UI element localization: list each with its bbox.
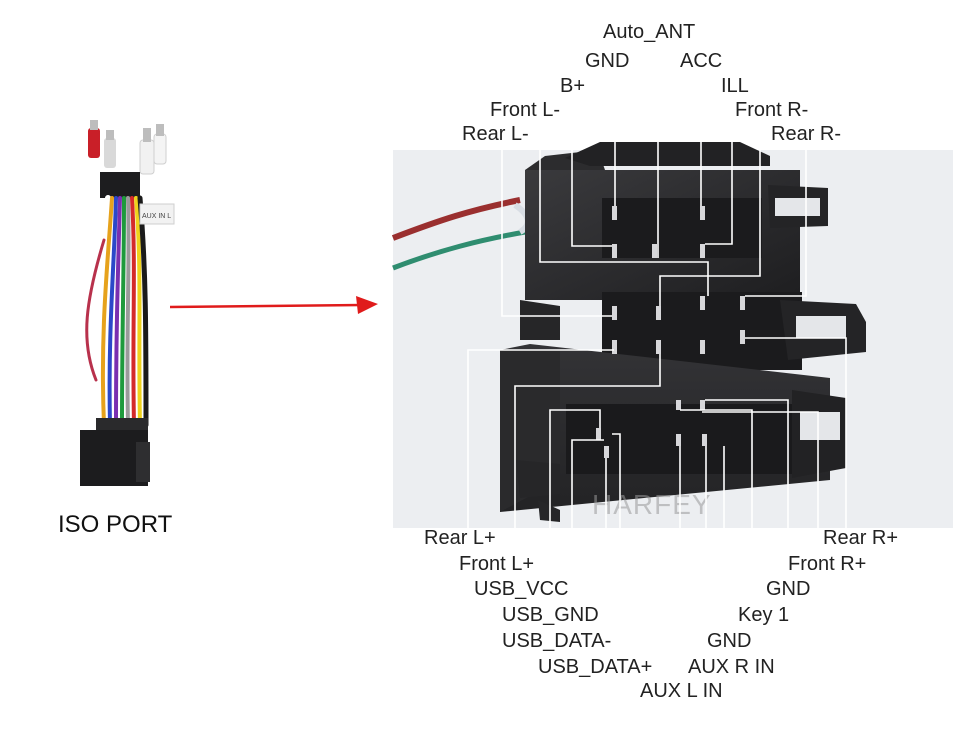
upper-connector-icon: [100, 172, 140, 198]
pin-label-aux-l-in: AUX L IN: [640, 680, 723, 702]
pin-label-front-r-minus: Front R-: [735, 99, 808, 121]
svg-text:AUX IN L: AUX IN L: [142, 213, 171, 220]
pin-labels-top: Auto_ANT GND ACC B+ ILL Front L- Front R…: [462, 21, 841, 145]
pin-label-ill: ILL: [721, 75, 749, 97]
pin-label-gnd-top: GND: [585, 50, 629, 72]
iso-port-caption: ISO PORT: [58, 511, 173, 538]
pin-label-gnd-bottom: GND: [766, 578, 810, 600]
pin-label-b-plus: B+: [560, 75, 585, 97]
pin-labels-bottom-right: Rear R+ Front R+ GND Key 1 GND AUX R IN: [688, 527, 898, 678]
pin-label-key-1: Key 1: [738, 604, 789, 626]
pin-label-aux-r-in: AUX R IN: [688, 656, 775, 678]
aux-tag: AUX IN L: [139, 203, 175, 225]
pin-label-usb-data-minus: USB_DATA-: [502, 630, 611, 652]
arrow-icon: [169, 296, 378, 314]
rca-plugs-icon: [88, 120, 167, 175]
pin-label-rear-r-minus: Rear R-: [771, 123, 841, 145]
leader-lines: [467, 42, 847, 688]
terminal-pins: [596, 206, 745, 458]
pin-labels-bottom-left: Rear L+ Front L+ USB_VCC USB_GND USB_DAT…: [424, 527, 723, 702]
pin-label-front-r-plus: Front R+: [788, 553, 866, 575]
pin-label-front-l-minus: Front L-: [490, 99, 560, 121]
iso-plug-icon: [80, 418, 150, 486]
pin-label-rear-l-minus: Rear L-: [462, 123, 529, 145]
connector-photo: HARFEY: [391, 142, 953, 528]
pin-label-front-l-plus: Front L+: [459, 553, 534, 575]
pin-label-usb-vcc: USB_VCC: [474, 578, 568, 600]
pin-label-gnd-aux: GND: [707, 630, 751, 652]
pin-label-rear-r-plus: Rear R+: [823, 527, 898, 549]
pin-label-rear-l-plus: Rear L+: [424, 527, 496, 549]
wire-bundle-icon: [85, 195, 149, 428]
pin-label-auto-ant: Auto_ANT: [603, 21, 695, 43]
wire-harness-image: AUX IN L: [80, 120, 175, 486]
pin-label-acc: ACC: [680, 50, 722, 72]
watermark: HARFEY: [592, 489, 712, 520]
pin-label-usb-data-plus: USB_DATA+: [538, 656, 652, 678]
pin-label-usb-gnd: USB_GND: [502, 604, 599, 626]
